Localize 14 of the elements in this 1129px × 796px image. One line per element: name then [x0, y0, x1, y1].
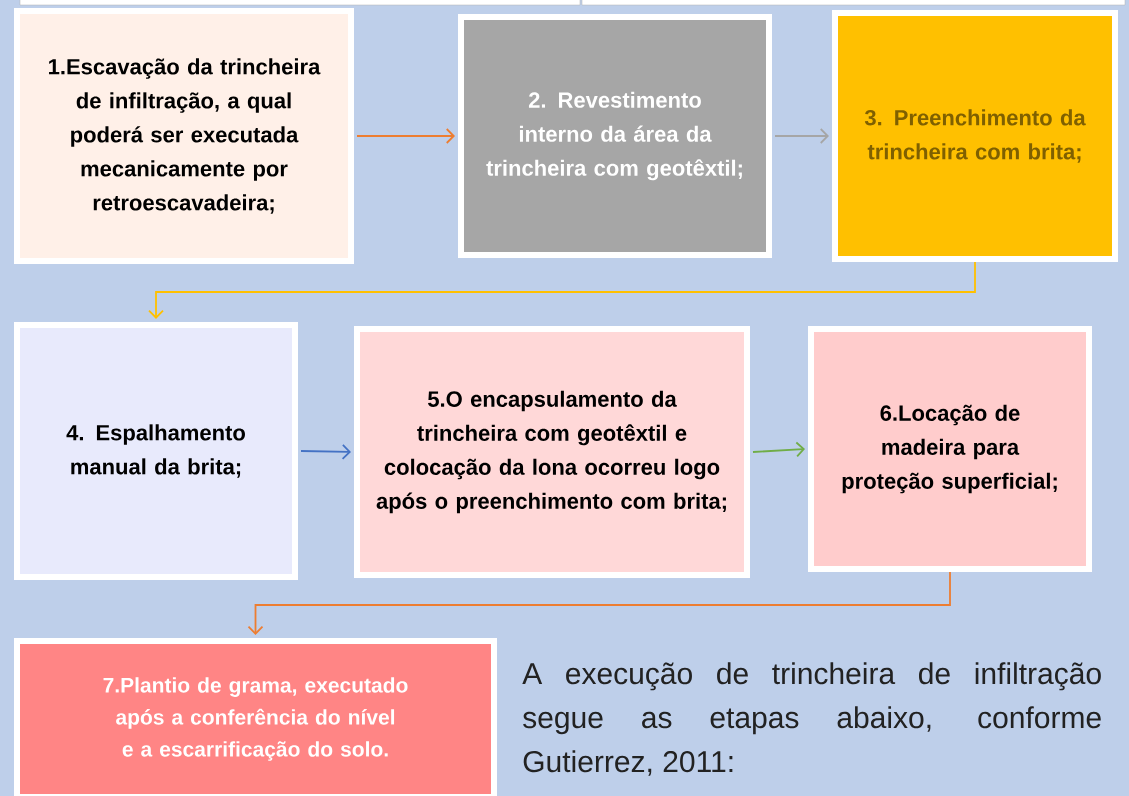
step-box: 6.Locação de madeira para proteção superficial;	[808, 326, 1092, 572]
step-box: 3. Preenchimento da trincheira com brita;	[832, 10, 1118, 262]
step-box: 4. Espalhamento manual da brita;	[14, 322, 298, 580]
step-box: 7.Plantio de grama, executado após a conferência do nível e a escarrificação do solo.	[14, 638, 497, 796]
arrow	[247, 571, 951, 635]
step-box: 5.O encapsulamento da trincheira com geotêxtil e colocação da lona ocorreu logo após o preenchimento com brita;	[354, 326, 750, 578]
arrow	[774, 128, 829, 144]
arrow	[752, 441, 805, 458]
arrow	[300, 443, 351, 460]
step-box: 1.Escavação da trincheira de infiltração, a qual poderá ser executada mecanicamente por retroescavadeira;	[14, 8, 354, 264]
step-box: 2. Revestimento interno da área da trincheira com geotêxtil;	[458, 14, 772, 258]
intro-text: A execução de trincheira de infiltração segue as etapas abaixo, conforme Gutierrez, 2011:	[522, 662, 1101, 776]
arrow	[356, 128, 455, 144]
arrow	[148, 261, 976, 319]
